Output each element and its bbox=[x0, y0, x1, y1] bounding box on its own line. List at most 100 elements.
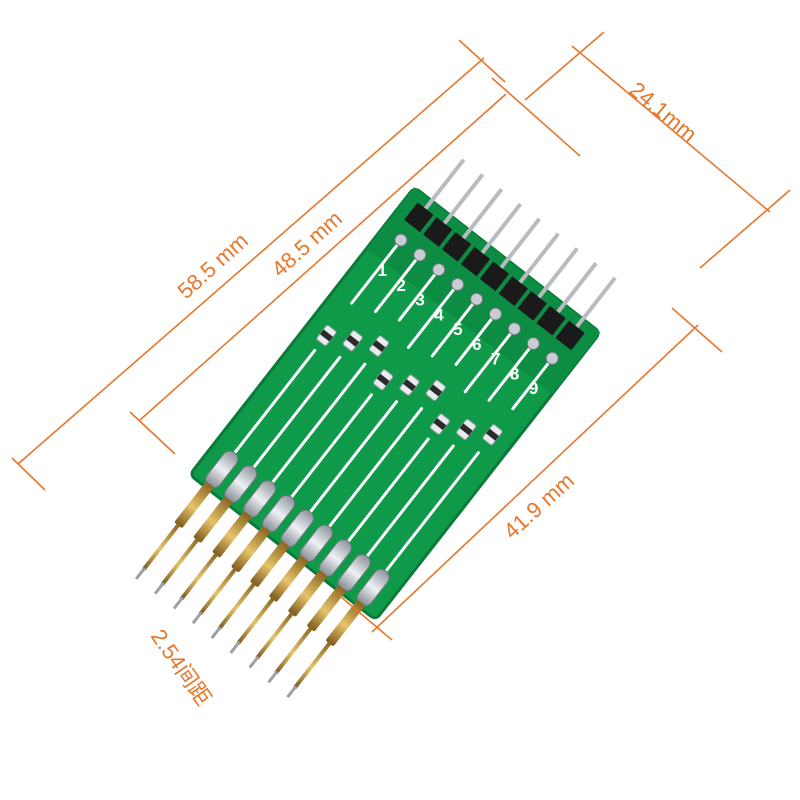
dim-board-extension-bottom bbox=[129, 411, 176, 455]
pin-number: 6 bbox=[472, 335, 481, 354]
probe-plunger bbox=[255, 611, 295, 660]
header-solder-pad bbox=[507, 322, 521, 336]
dim-label-width: 24.1mm bbox=[625, 77, 702, 147]
solder-joints bbox=[205, 450, 390, 607]
pcb-trace bbox=[305, 400, 399, 518]
header-pin bbox=[499, 217, 541, 269]
header-housing bbox=[517, 291, 547, 321]
pcb-trace bbox=[397, 272, 438, 322]
header-pin bbox=[442, 173, 485, 225]
header-solder-pad bbox=[545, 351, 559, 365]
smd-resistor-body bbox=[346, 334, 360, 347]
probe-tip bbox=[153, 581, 165, 595]
probe-barrel bbox=[174, 482, 214, 528]
pcb-trace bbox=[249, 355, 342, 474]
pin-number: 1 bbox=[378, 261, 387, 280]
pin-number: 3 bbox=[415, 291, 424, 310]
dim-pins-line bbox=[371, 324, 699, 633]
header-solder-pad bbox=[413, 248, 427, 262]
pin-header bbox=[394, 158, 617, 365]
pcb-trace bbox=[487, 345, 532, 402]
probe-barrel bbox=[326, 600, 365, 646]
header-solder-pad bbox=[394, 233, 408, 247]
header-pin bbox=[423, 158, 466, 210]
header-pin bbox=[537, 247, 579, 299]
smd-resistor-body bbox=[459, 423, 473, 436]
pin-number: 2 bbox=[396, 276, 405, 295]
pin-number: 4 bbox=[434, 305, 444, 324]
smd-resistor-body bbox=[402, 379, 417, 392]
smd-resistor-body bbox=[433, 418, 447, 431]
smd-components bbox=[316, 324, 503, 446]
header-pin bbox=[480, 202, 523, 255]
smd-resistor-body bbox=[485, 428, 500, 441]
probe-plunger bbox=[293, 640, 333, 689]
pcb-traces bbox=[230, 242, 551, 577]
pcb-trace bbox=[406, 286, 457, 349]
header-housing bbox=[441, 231, 472, 262]
probe-tip bbox=[191, 611, 203, 625]
header-pin bbox=[575, 276, 617, 329]
header-pin bbox=[556, 261, 598, 314]
probe-barrel bbox=[288, 570, 327, 617]
dim-overall-line bbox=[17, 57, 485, 465]
probe-barrel bbox=[193, 496, 233, 543]
pin-number: 8 bbox=[510, 364, 519, 383]
pcb-trace bbox=[230, 348, 317, 459]
header-solder-pad bbox=[488, 307, 502, 321]
header-housing bbox=[555, 320, 585, 351]
dimension-annotations bbox=[11, 31, 791, 641]
smd-resistor-body bbox=[372, 340, 386, 353]
probe-tip bbox=[135, 566, 146, 580]
pcb-trace bbox=[362, 444, 455, 562]
header-housing bbox=[498, 276, 528, 306]
pcb-trace bbox=[381, 451, 480, 577]
smd-resistor-body bbox=[376, 373, 390, 386]
header-housing bbox=[423, 217, 453, 247]
header-housing bbox=[536, 305, 566, 336]
header-housing bbox=[479, 261, 510, 292]
dim-label-overall: 58.5 mm bbox=[173, 228, 253, 304]
probe-tip bbox=[267, 670, 279, 684]
pcb-trace bbox=[267, 362, 367, 488]
spring-probe-pins bbox=[135, 482, 365, 699]
probe-plunger bbox=[141, 522, 181, 571]
probe-plunger bbox=[236, 596, 276, 645]
probe-plunger bbox=[160, 537, 200, 586]
pcb-trace bbox=[286, 393, 373, 503]
probe-barrel bbox=[231, 526, 270, 572]
pcb-trace bbox=[374, 257, 419, 314]
probe-tip bbox=[286, 685, 298, 699]
dim-pins-extension-bottom bbox=[339, 595, 393, 641]
smd-resistor-body bbox=[319, 329, 333, 342]
pcb-trace bbox=[430, 301, 475, 358]
dim-label-board: 48.5 mm bbox=[267, 206, 347, 282]
pin-number: 7 bbox=[491, 350, 500, 369]
probe-plunger bbox=[274, 625, 314, 675]
header-pin bbox=[518, 232, 560, 284]
pcb-trace bbox=[324, 407, 424, 533]
pin-number: 5 bbox=[453, 320, 462, 339]
header-housing bbox=[404, 202, 434, 233]
pcb-trace bbox=[463, 331, 513, 394]
probe-tip bbox=[248, 655, 260, 669]
probe-plunger bbox=[198, 566, 238, 616]
dim-board-line bbox=[139, 93, 507, 421]
probe-tip bbox=[229, 640, 241, 654]
header-pin bbox=[461, 188, 504, 240]
pcb-trace bbox=[454, 316, 494, 366]
probe-plunger bbox=[217, 581, 257, 630]
header-solder-pad bbox=[470, 292, 484, 306]
probe-tip bbox=[172, 596, 184, 610]
pcb-right-strip bbox=[366, 187, 601, 394]
dim-label-pitch: 2.54间距 bbox=[146, 625, 216, 710]
header-solder-pad bbox=[432, 263, 446, 277]
dim-width-line bbox=[571, 45, 771, 213]
pcb-trace bbox=[343, 437, 430, 547]
header-solder-pad bbox=[451, 277, 465, 291]
probe-plunger bbox=[179, 552, 219, 601]
header-housing bbox=[460, 246, 491, 277]
